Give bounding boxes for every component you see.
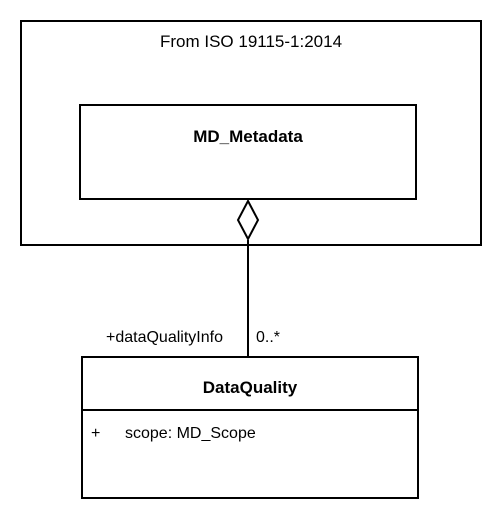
class-compartment-divider: [81, 409, 419, 411]
association-multiplicity: 0..*: [256, 329, 281, 346]
md-metadata-class-box[interactable]: [79, 104, 417, 200]
attribute-visibility: +: [91, 425, 101, 442]
data-quality-class-name: DataQuality: [202, 378, 298, 397]
package-title: From ISO 19115-1:2014: [159, 32, 343, 51]
md-metadata-class-name: MD_Metadata: [193, 127, 303, 146]
data-quality-class-box[interactable]: [81, 356, 419, 499]
attribute-scope: scope: MD_Scope: [125, 425, 256, 442]
association-role-name: +dataQualityInfo: [106, 329, 223, 346]
package-frame: [20, 20, 482, 246]
